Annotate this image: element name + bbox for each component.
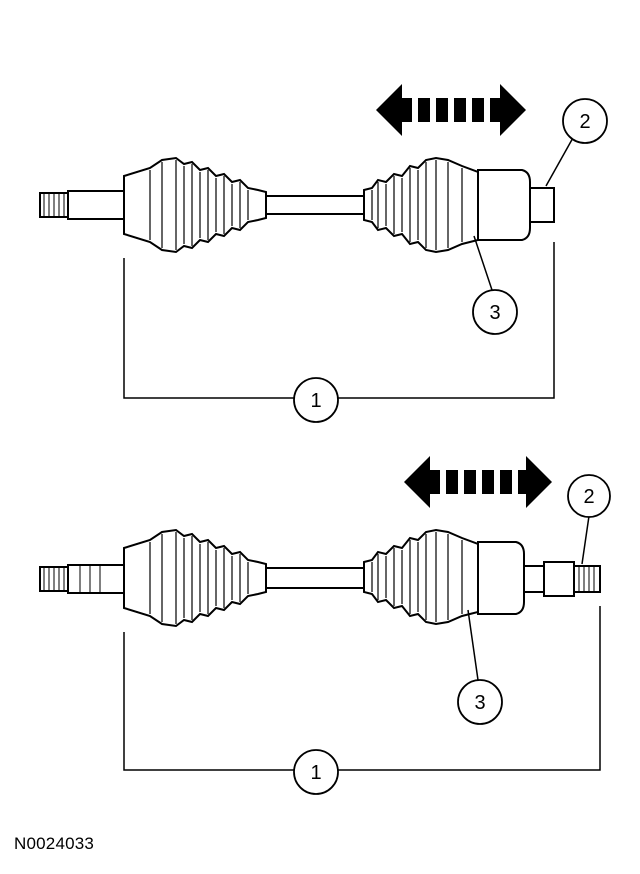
leader-2-bottom <box>581 515 590 565</box>
callout-1-bottom: 1 <box>293 749 339 795</box>
outer-stub-neck-top <box>67 190 125 220</box>
svg-text:3: 3 <box>474 692 485 714</box>
svg-text:2: 2 <box>583 486 594 508</box>
svg-text:1: 1 <box>310 390 321 412</box>
inner-stub-top <box>529 187 555 223</box>
callout-3-bottom: 3 <box>457 679 503 725</box>
inner-stub-collar-bottom <box>543 561 575 597</box>
callout-2-top: 2 <box>562 98 608 144</box>
double-dashed-arrow-icon <box>404 456 552 508</box>
inner-boot-top <box>363 156 479 254</box>
svg-text:3: 3 <box>489 302 500 324</box>
leader-2-top <box>545 135 575 187</box>
callout-3-top: 3 <box>472 289 518 335</box>
outer-boot-bottom <box>123 528 267 628</box>
halfshaft-top <box>39 156 555 254</box>
length-bracket-bottom <box>123 606 601 771</box>
outer-stub-neck-bottom <box>67 564 125 594</box>
leader-3-top <box>473 235 493 291</box>
outer-boot-folds-top <box>149 160 249 250</box>
axle-shaft-bottom <box>265 567 365 589</box>
axle-shaft-top <box>265 195 365 215</box>
outer-boot-folds-bottom <box>149 532 249 624</box>
figure-id: N0024033 <box>14 834 95 853</box>
svg-text:1: 1 <box>310 762 321 784</box>
leader-3-bottom <box>467 609 479 681</box>
inner-boot-bottom <box>363 528 479 626</box>
inner-cv-housing-top <box>477 169 531 241</box>
inner-stub-neck-bottom <box>523 565 545 593</box>
length-bracket-top <box>123 242 555 399</box>
inner-cv-housing-bottom <box>477 541 525 615</box>
svg-text:2: 2 <box>579 111 590 133</box>
inner-boot-folds-bottom <box>371 532 463 622</box>
inner-spline-stub-bottom <box>573 565 601 593</box>
outer-spline-lines-bottom <box>43 565 101 593</box>
double-dashed-arrow-icon <box>376 84 526 136</box>
halfshaft-bottom <box>39 528 601 628</box>
outer-boot-top <box>123 156 267 254</box>
inner-boot-folds-top <box>371 160 463 250</box>
callout-2-bottom: 2 <box>567 474 611 518</box>
inner-spline-lines-bottom <box>578 566 595 592</box>
outer-spline-lines-top <box>43 193 65 217</box>
callout-1-top: 1 <box>293 377 339 423</box>
